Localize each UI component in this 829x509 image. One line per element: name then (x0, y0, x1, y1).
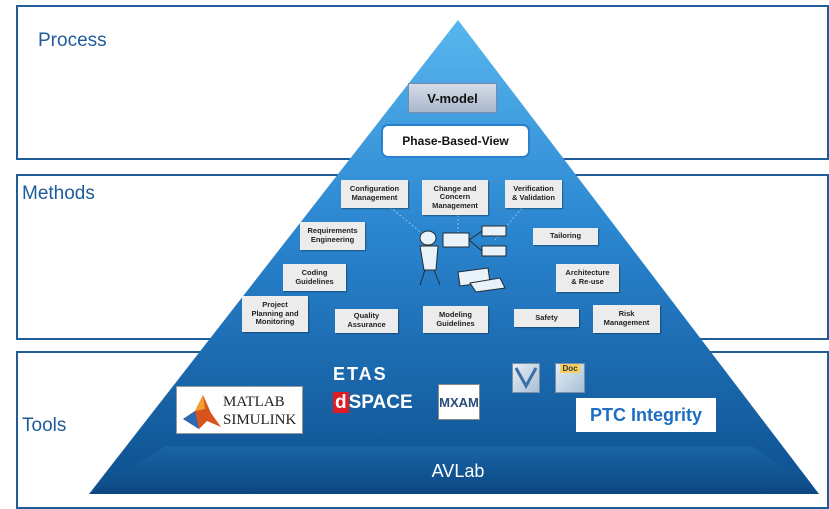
doc-label: Doc (560, 364, 580, 373)
architecture-reuse-box[interactable]: Architecture & Re-use (556, 264, 619, 292)
ptc-integrity-logo[interactable]: PTC Integrity (576, 398, 716, 432)
v-shape-icon (514, 367, 538, 390)
dspace-d: d (333, 392, 349, 413)
v-model-icon[interactable] (512, 363, 540, 393)
presenter-sketch (419, 225, 507, 293)
project-planning-box[interactable]: Project Planning and Monitoring (242, 296, 308, 332)
phase-based-view-box[interactable]: Phase-Based-View (381, 124, 530, 158)
process-label: Process (38, 30, 107, 51)
change-concern-management-box[interactable]: Change and Concern Management (422, 180, 488, 215)
matlab-text: MATLAB (223, 394, 285, 410)
doc-icon[interactable]: Doc (555, 363, 585, 393)
tools-label: Tools (22, 415, 67, 436)
pyramid-shape (89, 20, 819, 494)
verification-validation-box[interactable]: Verification & Validation (505, 180, 562, 208)
coding-guidelines-box[interactable]: Coding Guidelines (283, 264, 346, 291)
risk-management-box[interactable]: Risk Management (593, 305, 660, 333)
mxam-logo[interactable]: MXAM (438, 384, 480, 420)
configuration-management-box[interactable]: Configuration Management (341, 180, 408, 208)
safety-box[interactable]: Safety (514, 309, 579, 327)
dspace-rest: SPACE (348, 392, 413, 413)
matlab-simulink-logo[interactable]: MATLAB SIMULINK (176, 386, 303, 434)
avlab-label: AVLab (431, 461, 485, 481)
requirements-engineering-box[interactable]: Requirements Engineering (300, 222, 365, 250)
tailoring-box[interactable]: Tailoring (533, 228, 598, 245)
avlab-band (89, 446, 819, 494)
etas-logo[interactable]: ETAS (333, 364, 388, 384)
methods-label: Methods (22, 183, 95, 204)
matlab-membrane-icon (183, 395, 221, 429)
simulink-text: SIMULINK (223, 412, 297, 428)
vmodel-box[interactable]: V-model (408, 83, 497, 113)
modeling-guidelines-box[interactable]: Modeling Guidelines (423, 306, 488, 333)
quality-assurance-box[interactable]: Quality Assurance (335, 309, 398, 333)
